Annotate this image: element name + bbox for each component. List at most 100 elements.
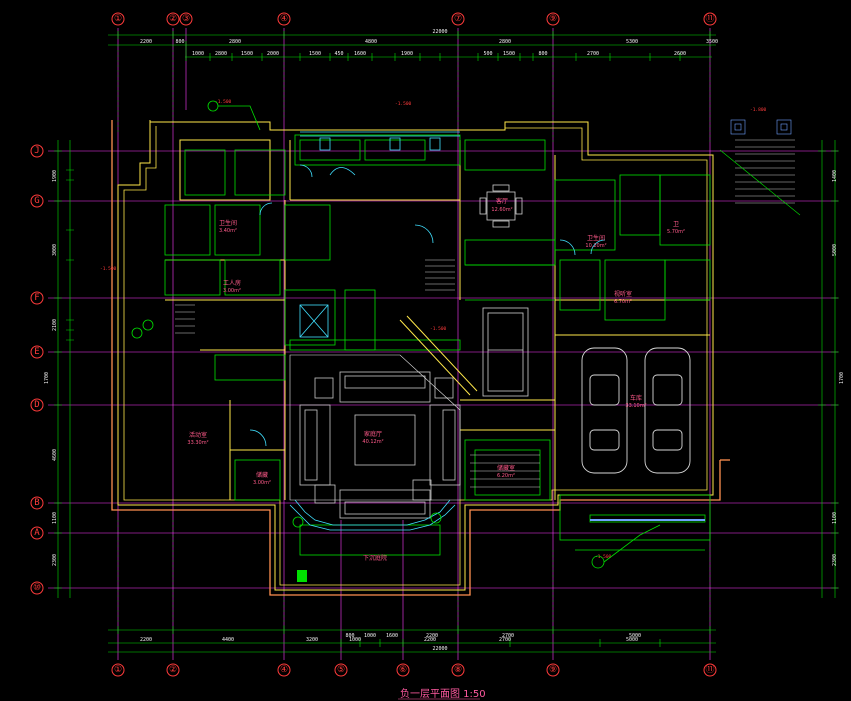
dim-text: 2700 <box>587 51 599 57</box>
dim-text: 2600 <box>674 51 686 57</box>
dim-text: 5000 <box>832 244 838 256</box>
axis-bubble: ⑤ <box>334 663 348 677</box>
axis-bubble: ④ <box>277 12 291 26</box>
diagonal-wall <box>399 315 478 396</box>
outer-wall-orange <box>111 120 730 596</box>
room-area: 33.30m² <box>187 440 208 446</box>
svg-text:B: B <box>34 498 39 508</box>
top-total-dim: 22000 <box>432 29 447 35</box>
dimension-lines <box>54 31 839 653</box>
bottom-dimensions: 800 1000 1600 2200 2700 5000 2200 4400 3… <box>140 633 641 652</box>
dim-text: 450 <box>334 51 343 57</box>
room-area: 3.00m² <box>253 480 271 486</box>
svg-text:⑨: ⑨ <box>549 665 557 675</box>
dim-text: 1100 <box>832 512 838 524</box>
dim-text: 1000 <box>192 51 204 57</box>
room-name: 视听室 <box>614 290 632 298</box>
axis-bubble: J <box>30 144 44 158</box>
room-name: 卫生间 <box>587 234 605 242</box>
axis-bubble: ⑪ <box>703 663 717 677</box>
svg-text:-1.800: -1.800 <box>750 107 767 113</box>
room-name: 客厅 <box>496 197 508 205</box>
dim-text: 2300 <box>52 554 58 566</box>
svg-text:①: ① <box>114 14 122 24</box>
room-area: 40.12m² <box>362 439 383 445</box>
axis-bubble: ⑩ <box>30 581 44 595</box>
room-name: 工人房 <box>223 279 241 287</box>
axis-bubble: ④ <box>277 663 291 677</box>
outdoor-stair <box>719 119 801 216</box>
dim-text: 4600 <box>52 449 58 461</box>
axis-bubble: ② <box>166 12 180 26</box>
svg-text:A: A <box>34 528 40 538</box>
dim-text: 2100 <box>52 319 58 331</box>
dim-text: 800 <box>345 633 354 639</box>
dim-text: 1900 <box>52 170 58 182</box>
dim-text: 1700 <box>44 372 50 384</box>
garage-cars <box>581 347 691 474</box>
svg-text:⑪: ⑪ <box>705 664 714 675</box>
room-name: 下沉庭院 <box>363 554 387 562</box>
room-name: 车库 <box>630 394 642 402</box>
svg-text:-1.500: -1.500 <box>595 554 612 560</box>
dim-text: 800 <box>175 39 184 45</box>
dim-text: 2300 <box>832 554 838 566</box>
svg-text:F: F <box>34 293 39 303</box>
room-area: 33.10m² <box>625 403 646 409</box>
dim-text: 2200 <box>424 637 436 643</box>
room-name: 家庭厅 <box>364 430 382 438</box>
dim-text: 1000 <box>349 637 361 643</box>
svg-text:②: ② <box>169 14 177 24</box>
svg-text:G: G <box>34 196 39 206</box>
axis-bubble: ⑧ <box>451 663 465 677</box>
svg-text:D: D <box>34 400 39 410</box>
dim-text: 500 <box>483 51 492 57</box>
room-area: 5.70m² <box>667 229 685 235</box>
dim-text: 5000 <box>629 633 641 639</box>
svg-text:⑨: ⑨ <box>549 14 557 24</box>
interior-stair <box>175 259 540 488</box>
dim-text: 1700 <box>839 372 845 384</box>
axis-bubble: ② <box>166 663 180 677</box>
dim-text: 2800 <box>215 51 227 57</box>
svg-text:⑦: ⑦ <box>454 14 462 24</box>
dim-text: 2000 <box>267 51 279 57</box>
dim-text: 2700 <box>502 633 514 639</box>
dim-text: 2700 <box>499 637 511 643</box>
svg-text:③: ③ <box>182 14 190 24</box>
dim-text: 1400 <box>832 170 838 182</box>
room-labels: 客厅 12.60m² 卫生间 3.40m² 卫生间 10.20m² 卫 5.70… <box>187 197 685 562</box>
room-name: 储藏 <box>256 471 268 479</box>
dim-text: 1500 <box>503 51 515 57</box>
axis-bubble: B <box>30 496 44 510</box>
dim-text: 1500 <box>309 51 321 57</box>
drain-marker <box>297 570 307 582</box>
dim-text: 2800 <box>499 39 511 45</box>
axis-bubble: ⑨ <box>546 663 560 677</box>
dim-text: 1000 <box>364 633 376 639</box>
dim-text: 1600 <box>386 633 398 639</box>
windows-doors <box>249 131 705 521</box>
drawing-title: 负一层平面图 1:50 <box>400 687 486 700</box>
dim-text: 2200 <box>140 39 152 45</box>
room-name: 卫生间 <box>219 219 237 227</box>
axis-bubble: D <box>30 398 44 412</box>
svg-text:-1.500: -1.500 <box>215 99 232 105</box>
dim-text: 3000 <box>52 244 58 256</box>
top-dimensions: 22000 2200 800 2800 4800 2800 5300 3500 … <box>140 29 718 57</box>
dim-text: 4400 <box>222 637 234 643</box>
svg-text:J: J <box>34 146 39 156</box>
left-dimensions: 1900 3000 2100 1700 4600 1100 2300 <box>44 170 58 566</box>
axis-bubble: ⑪ <box>703 12 717 26</box>
svg-text:⑥: ⑥ <box>399 665 407 675</box>
dim-text: 5000 <box>626 637 638 643</box>
svg-text:④: ④ <box>280 665 288 675</box>
dim-text: 4800 <box>365 39 377 45</box>
top-axis-bubbles: ① ② ③ ④ ⑦ ⑨ ⑪ <box>111 12 717 26</box>
svg-text:⑩: ⑩ <box>33 583 41 593</box>
interior-partitions <box>164 134 711 556</box>
axis-bubble: G <box>30 194 44 208</box>
axis-bubble: ③ <box>179 12 193 26</box>
axis-bubble: F <box>30 291 44 305</box>
